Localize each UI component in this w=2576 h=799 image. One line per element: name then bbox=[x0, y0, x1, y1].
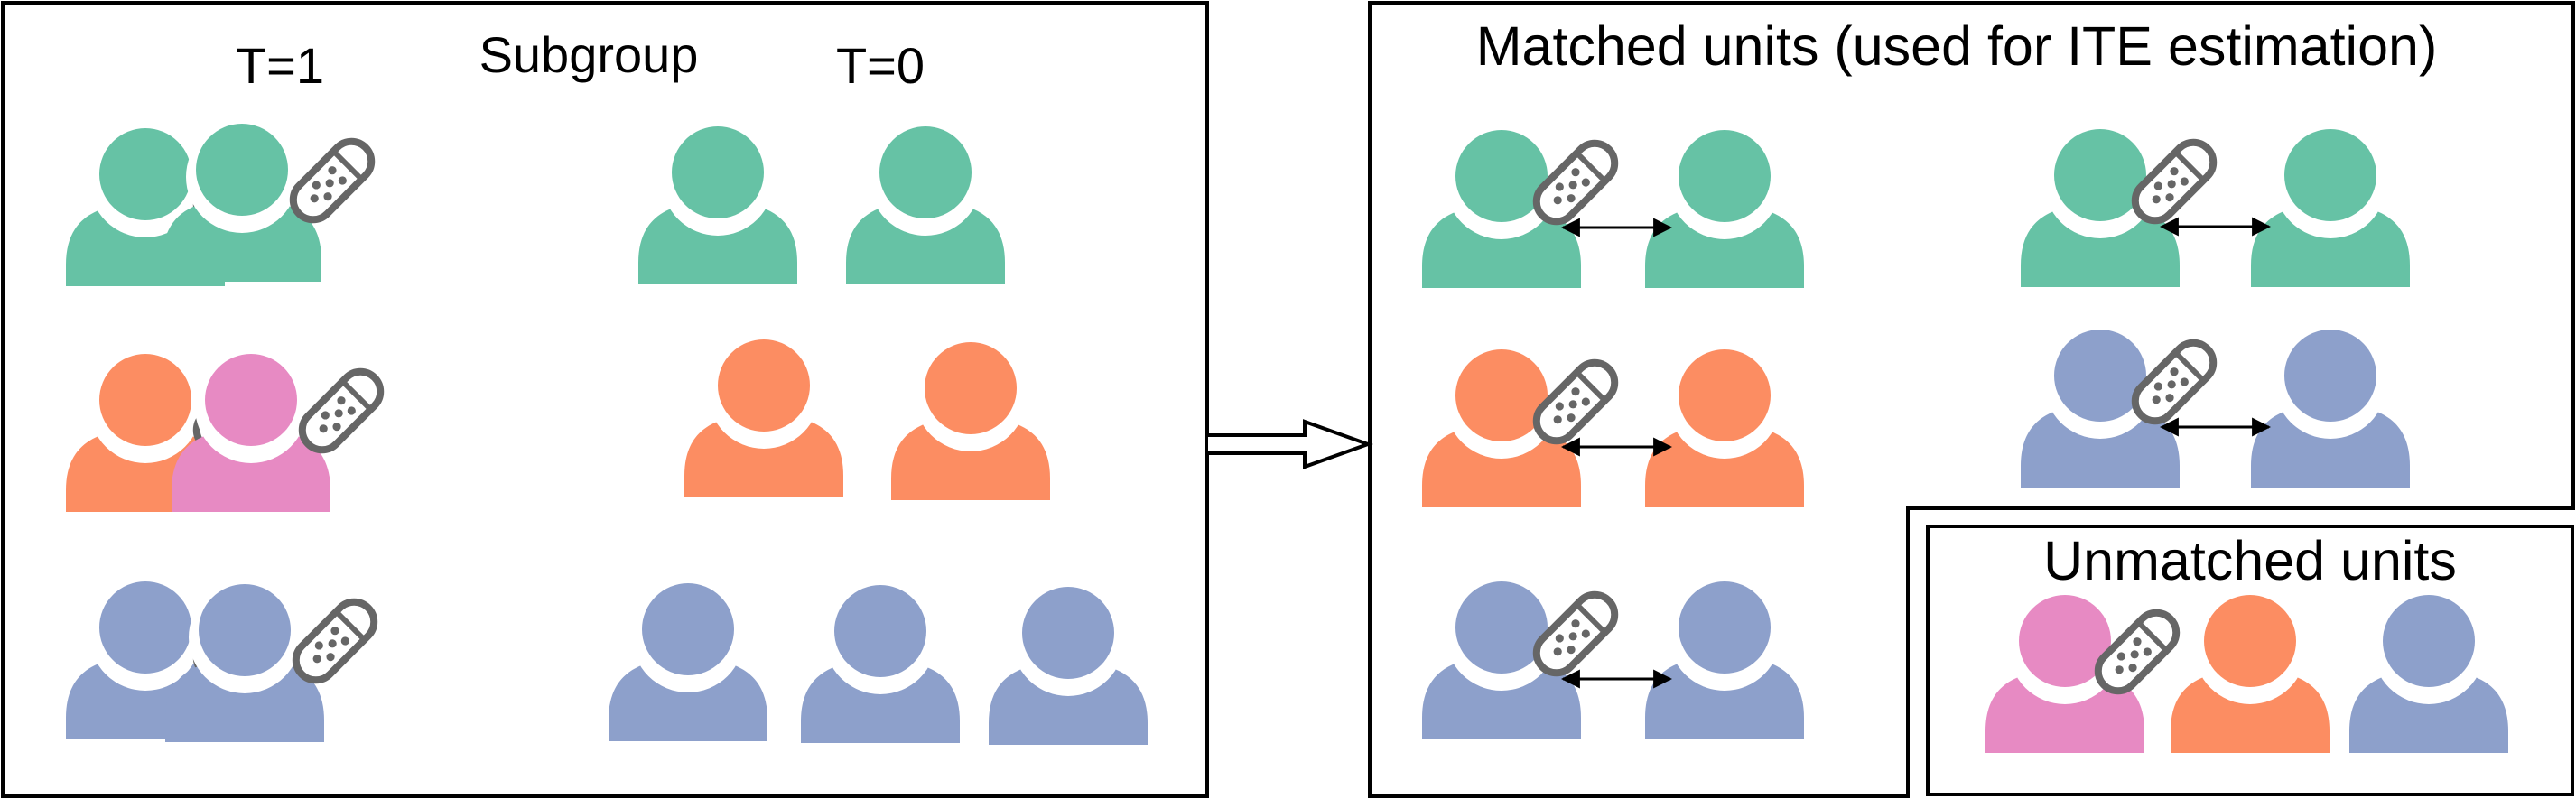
pill-icon bbox=[298, 367, 385, 454]
person-icon bbox=[989, 584, 1148, 745]
unmatched-panel-border bbox=[1926, 525, 2574, 796]
person-icon bbox=[2171, 592, 2330, 753]
person-icon bbox=[801, 582, 960, 743]
person-icon bbox=[172, 351, 330, 512]
unmatched-panel: Unmatched units bbox=[1926, 525, 2574, 796]
matched-pairs bbox=[1422, 126, 2410, 739]
matched-pair bbox=[1422, 347, 1804, 507]
person-icon bbox=[2349, 592, 2508, 753]
matched-pair bbox=[1422, 127, 1804, 288]
person-icon bbox=[1422, 127, 1581, 288]
person-icon bbox=[891, 339, 1050, 500]
matched-pair bbox=[2021, 327, 2410, 488]
matched-pair bbox=[1422, 579, 1804, 739]
unmatched-panel-title: Unmatched units bbox=[2043, 530, 2457, 591]
treated-label: T=1 bbox=[236, 37, 324, 94]
person-icon bbox=[2251, 126, 2410, 287]
person-icon bbox=[66, 579, 225, 739]
pill-icon bbox=[1532, 139, 1619, 226]
matched-panel-title: Matched units (used for ITE estimation) bbox=[1476, 15, 2438, 77]
person-icon bbox=[2021, 126, 2180, 287]
person-icon bbox=[638, 124, 797, 284]
person-icon bbox=[1645, 347, 1804, 507]
person-icon bbox=[609, 581, 767, 741]
person-icon bbox=[2021, 327, 2180, 488]
person-icon bbox=[1985, 592, 2144, 753]
subgroup-units bbox=[66, 121, 1148, 745]
matched-panel: Matched units (used for ITE estimation) bbox=[1368, 1, 2575, 798]
person-icon bbox=[165, 581, 324, 742]
control-label: T=0 bbox=[836, 37, 925, 94]
pill-icon bbox=[2131, 138, 2218, 225]
person-icon bbox=[1422, 347, 1581, 507]
person-icon bbox=[846, 124, 1005, 284]
subgroup-panel: T=1 Subgroup T=0 bbox=[1, 1, 1209, 798]
pill-icon bbox=[292, 598, 378, 684]
person-icon bbox=[684, 337, 843, 497]
pill-icon bbox=[2131, 339, 2218, 425]
person-icon bbox=[2251, 327, 2410, 488]
person-icon bbox=[1645, 579, 1804, 739]
matched-panel-border bbox=[1368, 1, 2575, 798]
subgroup-label: Subgroup bbox=[479, 26, 699, 83]
matched-pair bbox=[2021, 126, 2410, 287]
unmatched-units bbox=[1985, 592, 2508, 753]
pill-icon bbox=[1532, 590, 1619, 677]
hollow-arrow-icon bbox=[1208, 419, 1373, 469]
person-icon bbox=[1422, 579, 1581, 739]
person-icon bbox=[1645, 127, 1804, 288]
pill-icon bbox=[1532, 358, 1619, 445]
subgroup-panel-border bbox=[1, 1, 1209, 798]
person-icon bbox=[163, 121, 321, 282]
transition-arrow bbox=[1208, 419, 1373, 469]
pill-icon bbox=[2094, 609, 2181, 695]
pill-icon bbox=[289, 137, 376, 224]
